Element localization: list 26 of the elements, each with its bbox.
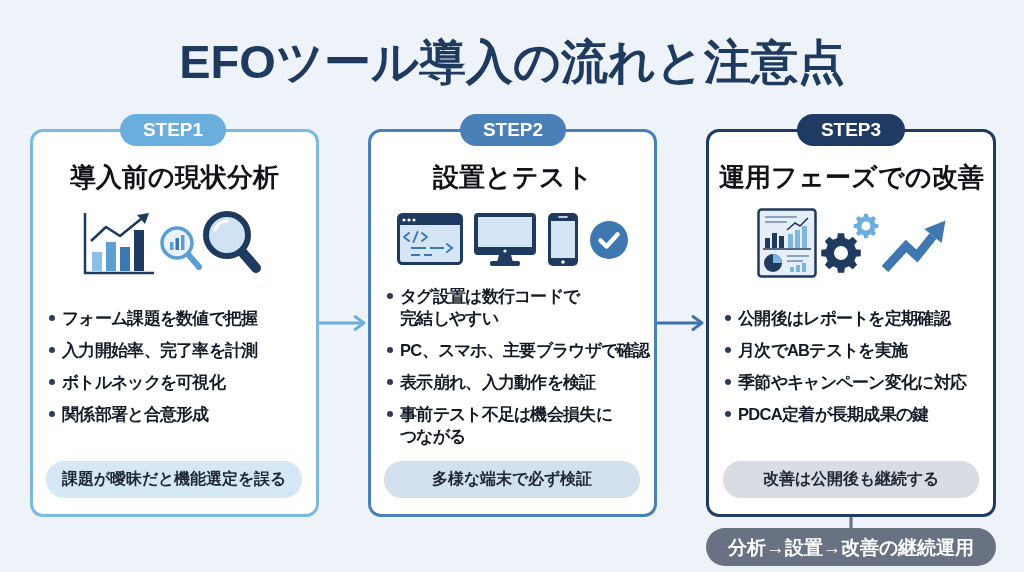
connector-line	[849, 517, 853, 528]
bullet-text: 月次でABテストを実施	[738, 340, 908, 361]
bullet-text: PC、スマホ、主要ブラウザで確認	[400, 340, 650, 361]
title: EFOツール導入の流れと注意点	[179, 34, 845, 90]
arrow	[319, 315, 366, 331]
card-heading: 運用フェーズでの改善	[718, 161, 984, 194]
card-heading: 設置とテスト	[432, 161, 593, 194]
step-badge: STEP1	[120, 114, 226, 146]
step-badge: STEP3	[797, 114, 905, 146]
bullet-text: PDCA定着が長期成果の鍵	[738, 404, 929, 425]
note-pill: 改善は公開後も継続する	[723, 461, 979, 498]
bullet-text: ボトルネックを可視化	[62, 372, 225, 393]
summary-pill: 分析→設置→改善の継続運用	[706, 528, 996, 566]
bullet-text: フォーム課題を数値で把握	[62, 308, 258, 329]
bullet-text: タグ設置は数行コードで完結しやすい	[400, 286, 582, 329]
bullet-text: 事前テスト不足は機会損失につながる	[400, 404, 613, 447]
note-pill: 課題が曖昧だと機能選定を誤る	[46, 461, 302, 498]
bullet-text: 季節やキャンペーン変化に対応	[738, 372, 967, 393]
bullet-text: 入力開始率、完了率を計測	[62, 340, 258, 361]
step-badge: STEP2	[460, 114, 566, 146]
arrow	[657, 315, 704, 331]
bullet-text: 表示崩れ、入力動作を検証	[400, 372, 596, 393]
card-heading: 導入前の現状分析	[70, 161, 279, 194]
note-pill: 多様な端末で必ず検証	[384, 461, 640, 498]
bullet-text: 公開後はレポートを定期確認	[738, 308, 950, 329]
bullet-text: 関係部署と合意形成	[62, 404, 209, 425]
